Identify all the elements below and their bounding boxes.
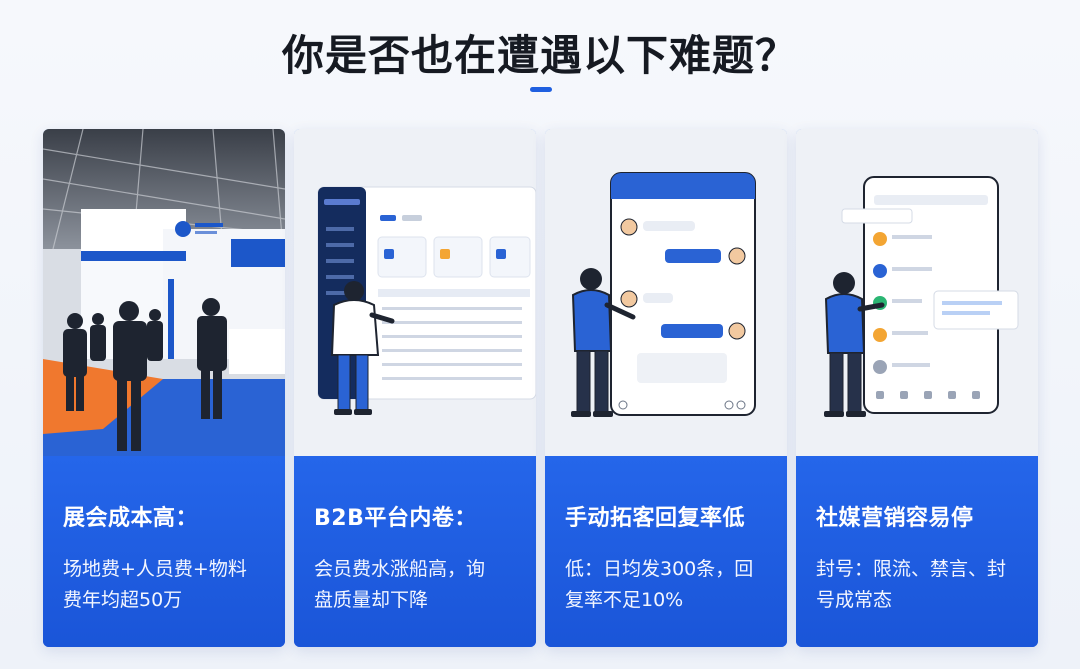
title-underline bbox=[530, 87, 552, 92]
card-heading: B2B平台内卷： bbox=[314, 506, 477, 531]
card-text: B2B平台内卷： 会员费水涨船高，询 盘质量却下降 bbox=[294, 456, 536, 647]
card-text: 手动拓客回复率低 低：日均发300条，回 复率不足10% bbox=[545, 456, 787, 647]
card-social-marketing: 社媒营销容易停 封号：限流、禁言、封 号成常态 bbox=[796, 129, 1038, 647]
social-phone-icon bbox=[796, 129, 1038, 456]
card-heading: 社媒营销容易停 bbox=[816, 506, 974, 531]
dashboard-icon bbox=[294, 129, 536, 456]
card-exhibition-cost: 展会成本高： 场地费+人员费+物料 费年均超50万 bbox=[43, 129, 285, 647]
card-heading: 手动拓客回复率低 bbox=[565, 506, 746, 531]
card-text: 展会成本高： 场地费+人员费+物料 费年均超50万 bbox=[43, 456, 285, 647]
card-manual-outreach: 手动拓客回复率低 低：日均发300条，回 复率不足10% bbox=[545, 129, 787, 647]
social-phone-illustration bbox=[796, 129, 1038, 456]
card-b2b-platform: B2B平台内卷： 会员费水涨船高，询 盘质量却下降 bbox=[294, 129, 536, 647]
card-text: 社媒营销容易停 封号：限流、禁言、封 号成常态 bbox=[796, 456, 1038, 647]
dashboard-illustration bbox=[294, 129, 536, 456]
exhibition-hall-icon bbox=[43, 129, 285, 456]
card-heading: 展会成本高： bbox=[63, 506, 199, 531]
card-description: 低：日均发300条，回 复率不足10% bbox=[565, 558, 754, 611]
card-description: 场地费+人员费+物料 费年均超50万 bbox=[63, 558, 247, 611]
page-title: 你是否也在遭遇以下难题？ bbox=[281, 31, 798, 80]
card-description: 封号：限流、禁言、封 号成常态 bbox=[816, 558, 1007, 611]
chat-phone-icon bbox=[545, 129, 787, 456]
exhibition-hall-photo bbox=[43, 129, 285, 456]
chat-phone-illustration bbox=[545, 129, 787, 456]
card-description: 会员费水涨船高，询 盘质量却下降 bbox=[314, 558, 486, 611]
